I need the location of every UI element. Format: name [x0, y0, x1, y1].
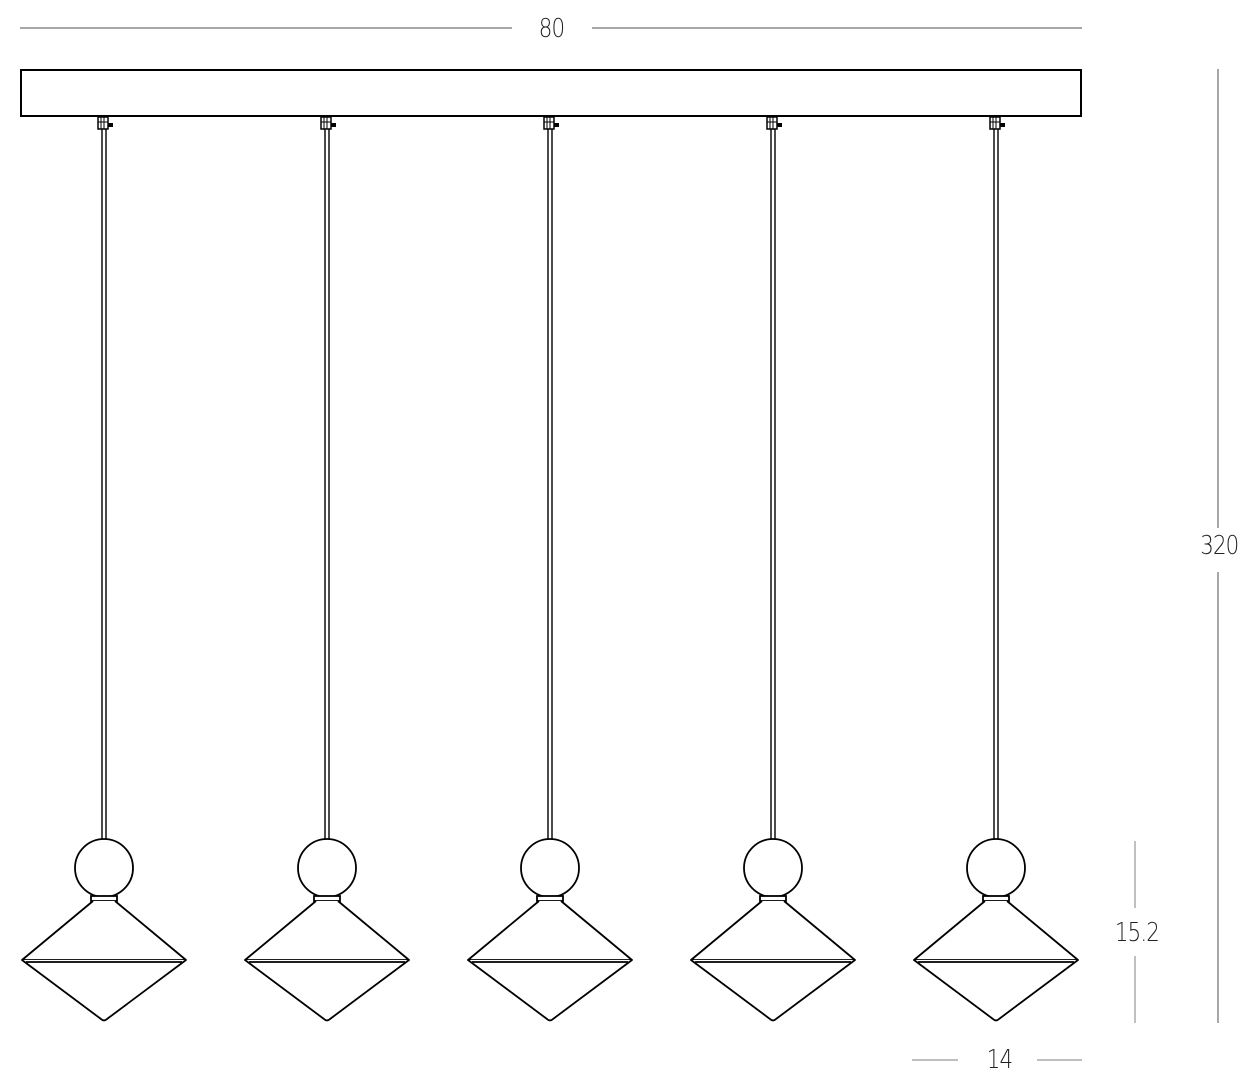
- shade-width-label: 14: [986, 1045, 1013, 1075]
- pendant-2: [244, 116, 410, 1022]
- pendant-4: [690, 116, 856, 1022]
- dimension-lines: [20, 27, 1219, 1061]
- pendant-5: [913, 116, 1079, 1022]
- overall-height-label: 320: [1200, 531, 1239, 561]
- shade-height-label: 15.2: [1114, 918, 1160, 948]
- pendant-3: [467, 116, 633, 1022]
- overall-width-label: 80: [538, 14, 565, 44]
- pendant-1: [21, 116, 187, 1022]
- canopy-bar: [20, 69, 1082, 117]
